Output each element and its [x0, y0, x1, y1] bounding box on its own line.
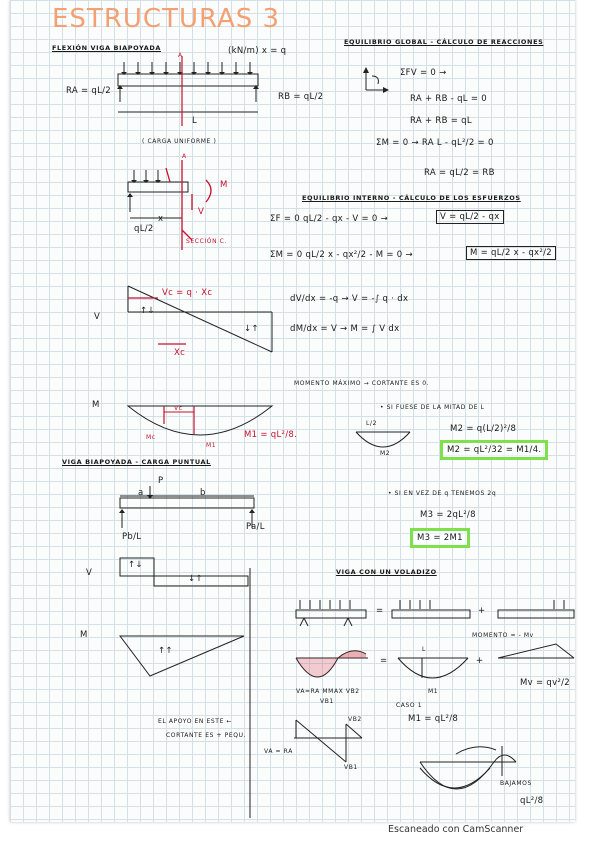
- moment-m-label: M: [92, 400, 100, 410]
- point-shear-v-label: V: [86, 568, 93, 578]
- vc-formula: Vc = q · Xc: [162, 288, 213, 298]
- overhang-shear-diagram: [294, 719, 363, 763]
- mv-formula: Mv = qv²/2: [520, 678, 570, 688]
- axes-sign-convention-icon: [363, 67, 389, 93]
- shear-diagram: [127, 285, 273, 353]
- page-title: ESTRUCTURAS 3: [52, 4, 281, 34]
- cut-a-label: A: [182, 153, 187, 160]
- overhang-moment-sketches: [295, 643, 575, 679]
- m2-highlight: M2 = qL²/32 = M1/4.: [440, 440, 549, 460]
- point-shear-diagram: [119, 557, 249, 587]
- point-reaction-a: Pb/L: [122, 532, 142, 542]
- point-load-beam-diagram: [119, 486, 255, 528]
- heading-equilibrio-global: EQUILIBRIO GLOBAL - CÁLCULO DE REACCIONE…: [344, 38, 544, 46]
- m1-case-formula: M1 = qL²/8: [408, 714, 459, 724]
- sum-f-internal: ΣF = 0 qL/2 - qx - V = 0 →: [270, 214, 389, 224]
- plus-sign-2: +: [476, 656, 484, 666]
- point-load-p: P: [158, 476, 164, 486]
- va-ra-label: VA = RA: [264, 748, 293, 755]
- cut-section-diagram: [127, 160, 212, 250]
- beam-uniform-load-diagram: [117, 56, 259, 126]
- bajamos-label: BAJAMOS: [500, 780, 532, 787]
- m1-small-label: M1: [428, 688, 439, 695]
- dv-dx-equation: dV/dx = -q → V = -∫ q · dx: [290, 294, 409, 304]
- heading-carga-puntual: VIGA BIAPOYADA - CARGA PUNTUAL: [62, 458, 211, 466]
- vb1-low-label: VB1: [344, 764, 358, 771]
- heading-equilibrio-interno: EQUILIBRIO INTERNO - CÁLCULO DE LOS ESFU…: [302, 194, 521, 202]
- momento-maximo-note: MOMENTO MÁXIMO → CORTANTE ES 0.: [294, 380, 430, 387]
- reaction-rb: RB = qL/2: [278, 92, 324, 102]
- sum-m-equation: ΣM = 0 → RA L - qL²/2 = 0: [376, 138, 494, 148]
- shear-negative-arrows: ↓↑: [244, 324, 259, 334]
- dm-dx-equation: dM/dx = V → M = ∫ V dx: [290, 324, 400, 334]
- shear-positive-arrows: ↑↓: [140, 306, 155, 316]
- reactions-equation-2: RA + RB = qL: [410, 116, 472, 126]
- cut-x-label: x: [158, 214, 164, 224]
- m2-small-label: M2: [380, 450, 391, 457]
- vc-moment-label: Vc: [174, 405, 183, 412]
- point-moment-m-label: M: [80, 630, 88, 640]
- cut-v-label: V: [198, 207, 205, 217]
- point-a-dim: a: [138, 488, 144, 498]
- seccion-c-label: SECCIÓN C.: [186, 238, 227, 245]
- point-shear-negative: ↓↑: [188, 574, 203, 584]
- ra-result: RA = qL/2 = RB: [424, 168, 495, 178]
- shear-v-label: V: [94, 312, 101, 322]
- equals-sign-1: =: [376, 606, 384, 616]
- heading-voladizo: VIGA CON UN VOLADIZO: [336, 568, 437, 576]
- apoyo-note-2: CORTANTE ES + PEQU.: [166, 732, 247, 739]
- scanner-watermark: Escaneado con CamScanner: [388, 824, 524, 835]
- point-moment-arrows: ↑↑: [158, 646, 173, 656]
- moment-result-box: M = qL/2 x - qx²/2: [466, 246, 556, 260]
- si-fuese-note: • SI FUESE DE LA MITAD DE L: [380, 404, 485, 411]
- sum-m-internal: ΣM = 0 qL/2 x - qx²/2 - M = 0 →: [270, 250, 413, 260]
- plus-sign-1: +: [478, 606, 486, 616]
- reaction-ra: RA = qL/2: [66, 86, 112, 96]
- l-half-label: L/2: [366, 420, 377, 427]
- m3-highlight: M3 = 2M1: [410, 528, 470, 548]
- equals-sign-2: =: [380, 656, 388, 666]
- moment-diagram: [126, 405, 274, 436]
- point-shear-positive: ↑↓: [128, 560, 143, 570]
- m3-equation: M3 = 2qL²/8: [420, 510, 476, 520]
- carga-uniforme-note: ( CARGA UNIFORME ): [142, 138, 217, 145]
- span-l2-label: L: [422, 646, 426, 653]
- apoyo-note-1: EL APOYO EN ESTE ←: [158, 718, 233, 725]
- m1-label: M1: [206, 442, 217, 449]
- m2-equation: M2 = q(L/2)²/8: [450, 424, 517, 434]
- shear-result-box: V = qL/2 - qx: [436, 210, 504, 224]
- shear-labels-row: VA=RA MMAX VB2: [296, 688, 360, 695]
- span-l-label: L: [192, 116, 198, 126]
- notebook-page: ESTRUCTURAS 3 FLEXIÓN VIGA BIAPOYADA (kN…: [10, 0, 575, 822]
- vb1-small-label: VB1: [320, 698, 334, 705]
- caso-1-label: CASO 1: [396, 702, 423, 709]
- mc-label: Mc: [146, 434, 156, 441]
- point-moment-diagram: [119, 635, 245, 677]
- reactions-equation-1: RA + RB - qL = 0: [410, 94, 487, 104]
- cut-m-label: M: [220, 180, 228, 190]
- point-reaction-b: Pa/L: [246, 522, 265, 532]
- load-unit-label: (kN/m) x = q: [228, 46, 287, 56]
- sum-fv-equation: ΣFV = 0 →: [400, 68, 447, 78]
- xc-label: Xc: [174, 348, 186, 358]
- cut-reaction-label: qL/2: [134, 224, 154, 234]
- si-en-vez-note: • SI EN VEZ DE q TENEMOS 2q: [388, 490, 497, 497]
- half-span-moment-sketch: [355, 431, 411, 448]
- bajamos-moment-sketch: [419, 746, 517, 790]
- m1-formula: M1 = qL²/8.: [244, 430, 298, 440]
- momento-mv-label: MOMENTO = - Mv: [472, 632, 534, 639]
- point-b-dim: b: [200, 488, 206, 498]
- vertical-divider: [249, 568, 251, 818]
- vb2-low-label: VB2: [348, 716, 362, 723]
- heading-flexion: FLEXIÓN VIGA BIAPOYADA: [52, 44, 161, 52]
- bajamos-value: qL²/8: [520, 796, 544, 806]
- overhang-beam-decomposition: [295, 600, 575, 627]
- point-a-label: A: [178, 52, 183, 59]
